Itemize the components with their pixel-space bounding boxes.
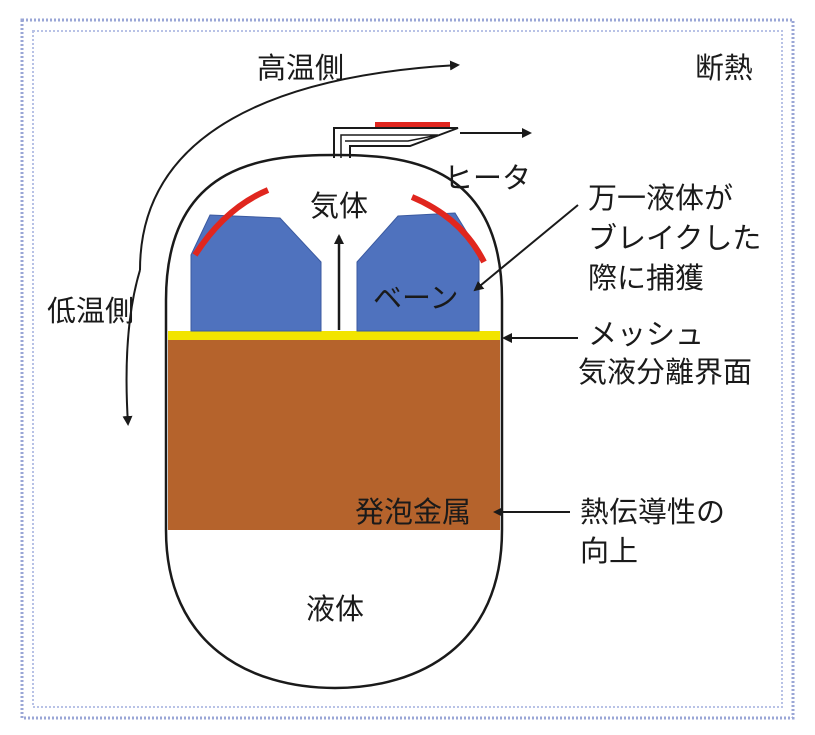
high-temp-arrow — [139, 60, 460, 271]
label-thermal-line1: 熱伝導性の — [580, 495, 726, 529]
label-heater: ヒータ — [444, 161, 532, 195]
heater-strip-left — [192, 187, 270, 257]
label-high-temp-side: 高温側 — [257, 51, 345, 85]
heater-pipe-inner — [340, 134, 439, 158]
low-temp-arrow — [122, 269, 141, 426]
label-low-temp-side: 低温側 — [47, 294, 135, 328]
heater-strip-top — [375, 122, 450, 128]
label-foam-metal: 発泡金属 — [355, 495, 472, 529]
label-gas: 気体 — [310, 189, 369, 223]
foam-metal-block — [168, 340, 500, 530]
label-mesh-line2: 気液分離界面 — [578, 355, 753, 389]
insulation-frame-outer — [20, 18, 795, 720]
heater-strip-right — [410, 194, 487, 264]
capture-arrow — [473, 204, 579, 292]
label-capture-line1: 万一液体が — [588, 181, 734, 215]
label-mesh-line1: メッシュ — [588, 317, 705, 351]
label-liquid: 液体 — [306, 592, 365, 626]
label-capture-line2: ブレイクした — [588, 221, 762, 255]
label-insulation: 断熱 — [695, 51, 754, 85]
label-vane: ベーン — [373, 281, 459, 315]
insulation-frame-inner — [32, 30, 783, 708]
heater-pipe-outer — [333, 127, 459, 158]
mesh-layer — [168, 331, 500, 340]
vane-left — [190, 214, 322, 332]
label-thermal-line2: 向上 — [580, 534, 639, 568]
label-capture-line3: 際に捕獲 — [588, 261, 705, 295]
